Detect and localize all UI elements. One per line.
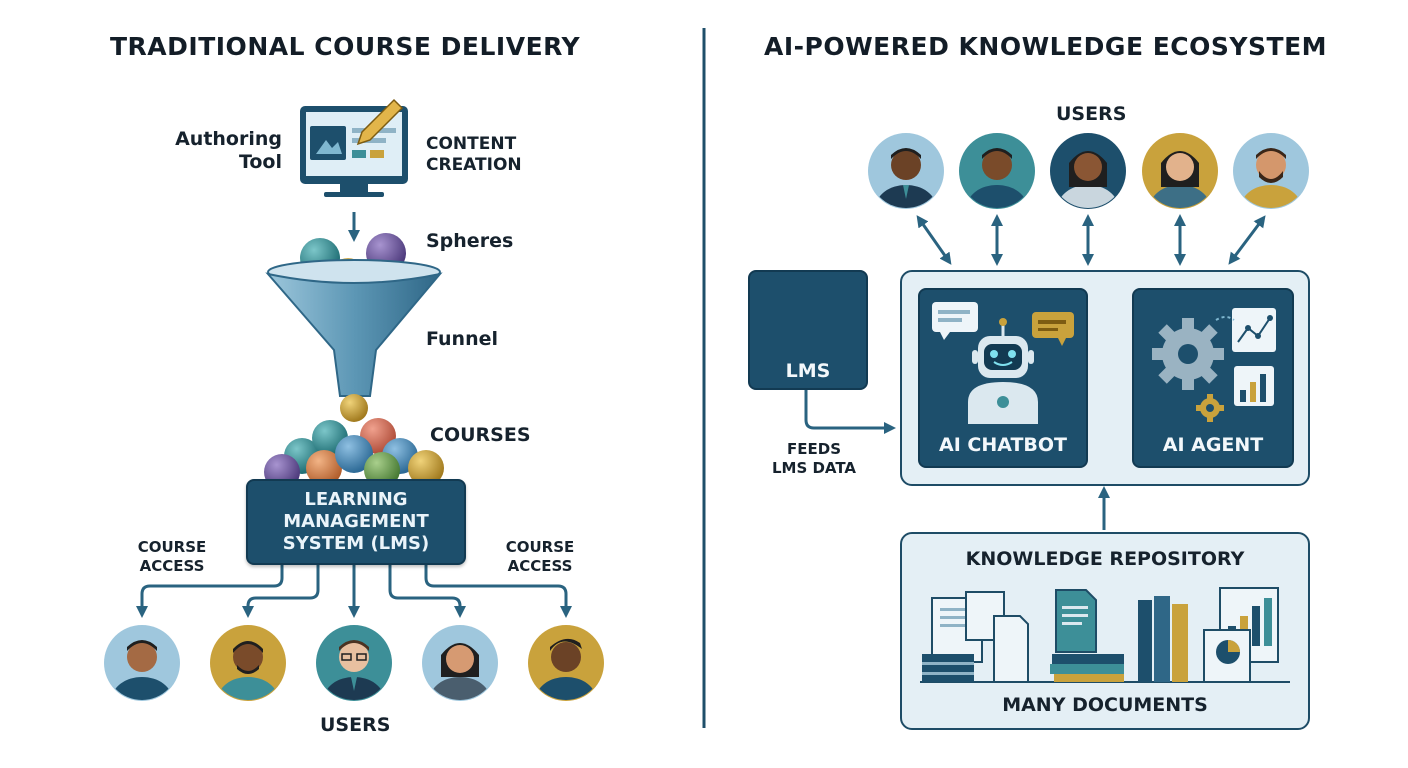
ai-agent-label: AI AGENT	[1162, 434, 1264, 456]
ai-chatbot-label: AI CHATBOT	[938, 434, 1068, 456]
course-access-right-label: COURSE ACCESS	[505, 538, 575, 575]
user-avatar-icon	[868, 133, 944, 209]
arrow-icon	[916, 214, 1266, 266]
ai-agent-card: AI AGENT	[1132, 288, 1294, 468]
monitor-pencil-icon	[300, 98, 408, 197]
content-creation-label: CONTENT CREATION	[426, 134, 522, 175]
gear-icon	[1152, 308, 1276, 422]
lms-small-label: LMS	[785, 360, 831, 382]
arrow-icon	[136, 562, 572, 618]
chart-icon	[1232, 308, 1276, 352]
lms-small-box: LMS	[748, 270, 868, 390]
funnel-icon	[265, 259, 443, 397]
left-users-label: USERS	[320, 714, 391, 736]
knowledge-repository-label: KNOWLEDGE REPOSITORY	[965, 548, 1245, 570]
many-documents-label: MANY DOCUMENTS	[1002, 694, 1208, 716]
user-avatar-icon	[1233, 133, 1309, 209]
knowledge-repository-panel: KNOWLEDGE REPOSITORY MANY DOCUMENTS	[900, 532, 1310, 730]
user-avatar-icon	[210, 625, 286, 701]
document-icon	[920, 587, 1290, 683]
sphere-icon	[264, 418, 444, 490]
lms-box: LEARNING MANAGEMENT SYSTEM (LMS)	[246, 479, 466, 565]
ai-chatbot-card: AI CHATBOT	[918, 288, 1088, 468]
right-title: AI-POWERED KNOWLEDGE ECOSYSTEM	[764, 32, 1328, 61]
user-avatar-icon	[1142, 133, 1218, 209]
user-avatar-icon	[528, 625, 604, 701]
user-avatar-icon	[1050, 133, 1126, 209]
sphere-icon	[340, 394, 368, 422]
right-users-label: USERS	[1056, 103, 1127, 125]
feeds-lms-data-label: FEEDS LMS DATA	[771, 440, 857, 477]
course-access-left-label: COURSE ACCESS	[137, 538, 207, 575]
user-avatar-icon	[959, 133, 1035, 209]
left-title: TRADITIONAL COURSE DELIVERY	[110, 32, 581, 61]
user-avatar-icon	[104, 625, 180, 701]
robot-icon	[932, 302, 1074, 424]
user-avatar-icon	[422, 625, 498, 701]
arrow-icon	[804, 390, 896, 434]
spheres-label: Spheres	[426, 230, 514, 252]
authoring-tool-label: Authoring Tool	[175, 128, 282, 173]
funnel-label: Funnel	[426, 328, 499, 350]
courses-label: COURSES	[430, 424, 531, 446]
user-avatar-icon	[316, 625, 392, 701]
